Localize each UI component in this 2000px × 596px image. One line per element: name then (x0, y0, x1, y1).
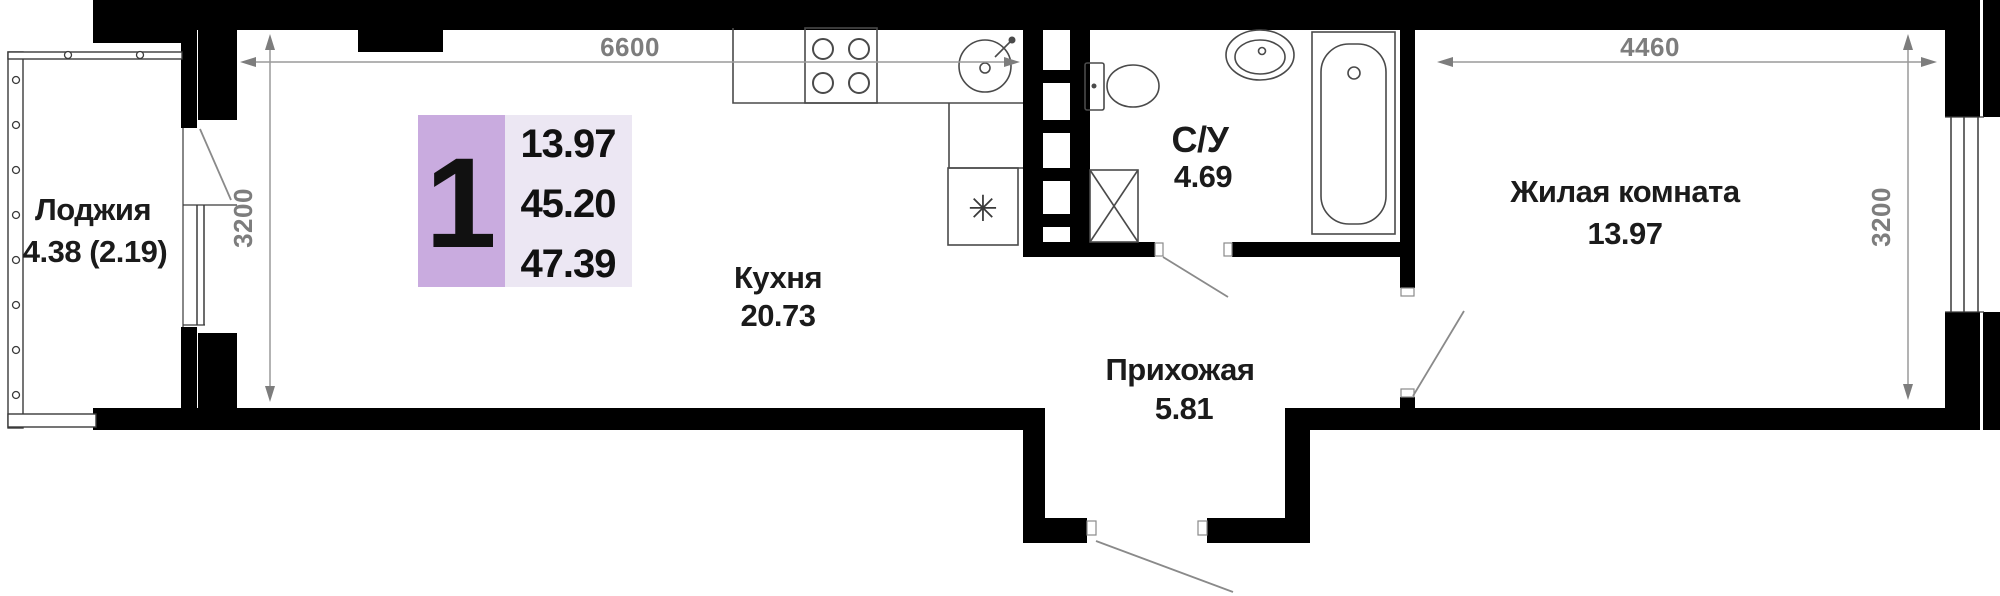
shaft-rung (1043, 70, 1070, 83)
dim-arrow (265, 386, 275, 402)
dim-arrow (240, 57, 256, 67)
loggia-door-swing (199, 128, 232, 201)
kitchen-counter (732, 28, 1023, 104)
kitchen-sink-faucet-dot (1008, 36, 1016, 44)
fridge (947, 167, 1019, 246)
dim-arrow (1921, 57, 1937, 67)
living-label: Жилая комната (1509, 174, 1740, 209)
kitchen-label: Кухня (734, 260, 822, 295)
dim-arrow (1903, 384, 1913, 400)
wall-bath-bottom-left (1023, 242, 1155, 257)
kitchen-fixtures: ✳ (732, 27, 1023, 246)
wall-right-lower (1945, 312, 2000, 430)
loggia-glazing-top (7, 51, 183, 60)
wall-bottom-band-right (1285, 408, 1945, 430)
dim-arrow (265, 34, 275, 50)
room-labels: Лоджия 4.38 (2.19) Кухня 20.73 С/У 4.69 … (23, 119, 1742, 426)
bath-door-swing (1162, 256, 1229, 298)
toilet-bowl (1106, 64, 1160, 108)
unit-badge-values-box (505, 115, 632, 287)
shaft-rung (1043, 120, 1070, 133)
bathtub-drain (1347, 66, 1361, 80)
bath-sink-basin (1234, 39, 1286, 75)
shower-cross (1089, 169, 1139, 243)
bathroom-fixtures (1084, 29, 1396, 243)
wall-shaft-right (1070, 30, 1090, 257)
dim-arrow (1437, 57, 1453, 67)
wall-right-upper (1945, 0, 2000, 117)
stove (804, 27, 878, 104)
wall-vestibule-left-col (1023, 408, 1045, 543)
dim-living-depth: 3200 (1866, 187, 1896, 247)
entry-door-jamb (1197, 520, 1208, 536)
bathtub-basin (1320, 43, 1387, 225)
wall-vestibule-left-stub (1023, 518, 1087, 543)
door-swings (199, 128, 1465, 593)
wall-loggia-lower (181, 327, 197, 430)
wall-pilaster (358, 30, 443, 52)
dim-arrow (1004, 57, 1020, 67)
hallway-label: Прихожая (1106, 352, 1255, 387)
kitchen-sink-faucet (994, 39, 1013, 58)
toilet-button (1091, 83, 1097, 89)
kitchen-area: 20.73 (740, 298, 815, 333)
windows (182, 116, 1984, 327)
shaft-rung (1043, 168, 1070, 181)
shower-tray (1089, 169, 1139, 243)
wall-bath-right-upper (1400, 28, 1415, 288)
bathroom-area: 4.69 (1174, 159, 1233, 194)
wall-top-pier (198, 0, 237, 120)
dimensions: 6600 3200 4460 3200 (228, 32, 1937, 402)
wall-kitchen-right (1023, 30, 1043, 257)
dim-kitchen-depth: 3200 (228, 188, 258, 248)
walls (93, 0, 2000, 543)
living-door-swing (1412, 310, 1465, 397)
shaft-rung (1043, 214, 1070, 227)
loggia-glazing (7, 50, 183, 429)
glazing-post-markers (11, 50, 145, 400)
unit-badge-number-box (418, 115, 505, 287)
kitchen-sink (958, 39, 1012, 93)
unit-number: 1 (425, 132, 496, 275)
door-jambs (1086, 242, 1415, 536)
fridge-snowflake-icon: ✳ (968, 188, 998, 229)
toilet-tank (1084, 62, 1105, 111)
bathtub (1311, 31, 1396, 235)
entry-door-swing (1095, 540, 1234, 593)
bath-door-jamb (1154, 242, 1164, 257)
unit-badge: 1 13.97 45.20 47.39 (418, 115, 632, 287)
bathroom-label: С/У (1172, 119, 1230, 160)
bath-sink-drain (1257, 46, 1267, 56)
wall-bath-bottom-right (1232, 242, 1415, 257)
loggia-glazing-left (7, 51, 24, 429)
kitchen-sink-drain (979, 62, 991, 74)
wall-vestibule-right-stub (1207, 518, 1310, 543)
wall-top-band (93, 0, 2000, 30)
kitchen-counter-return (948, 103, 1023, 169)
living-area: 13.97 (1587, 216, 1662, 251)
unit-area-total: 47.39 (520, 242, 615, 286)
living-door-jamb (1400, 388, 1415, 398)
wall-loggia-upper (181, 43, 197, 128)
living-door-jamb (1400, 287, 1415, 297)
dim-arrow (1903, 34, 1913, 50)
unit-area-main: 45.20 (520, 182, 615, 226)
stove-burner-icon (812, 38, 870, 94)
bath-sink (1225, 29, 1295, 81)
loggia-label: Лоджия (35, 192, 151, 227)
loggia-area: 4.38 (2.19) (23, 234, 167, 269)
wall-bottom-band-left (93, 408, 1045, 430)
wall-top-left (93, 0, 197, 43)
dim-kitchen-width: 6600 (600, 32, 660, 62)
unit-area-living: 13.97 (520, 122, 615, 166)
bath-door-jamb (1223, 242, 1233, 257)
wall-joint-line (1980, 0, 1983, 430)
hallway-area: 5.81 (1155, 391, 1214, 426)
entry-door-jamb (1086, 520, 1097, 536)
dim-living-width: 4460 (1620, 32, 1680, 62)
loggia-wall-bottom-thin (7, 413, 97, 428)
